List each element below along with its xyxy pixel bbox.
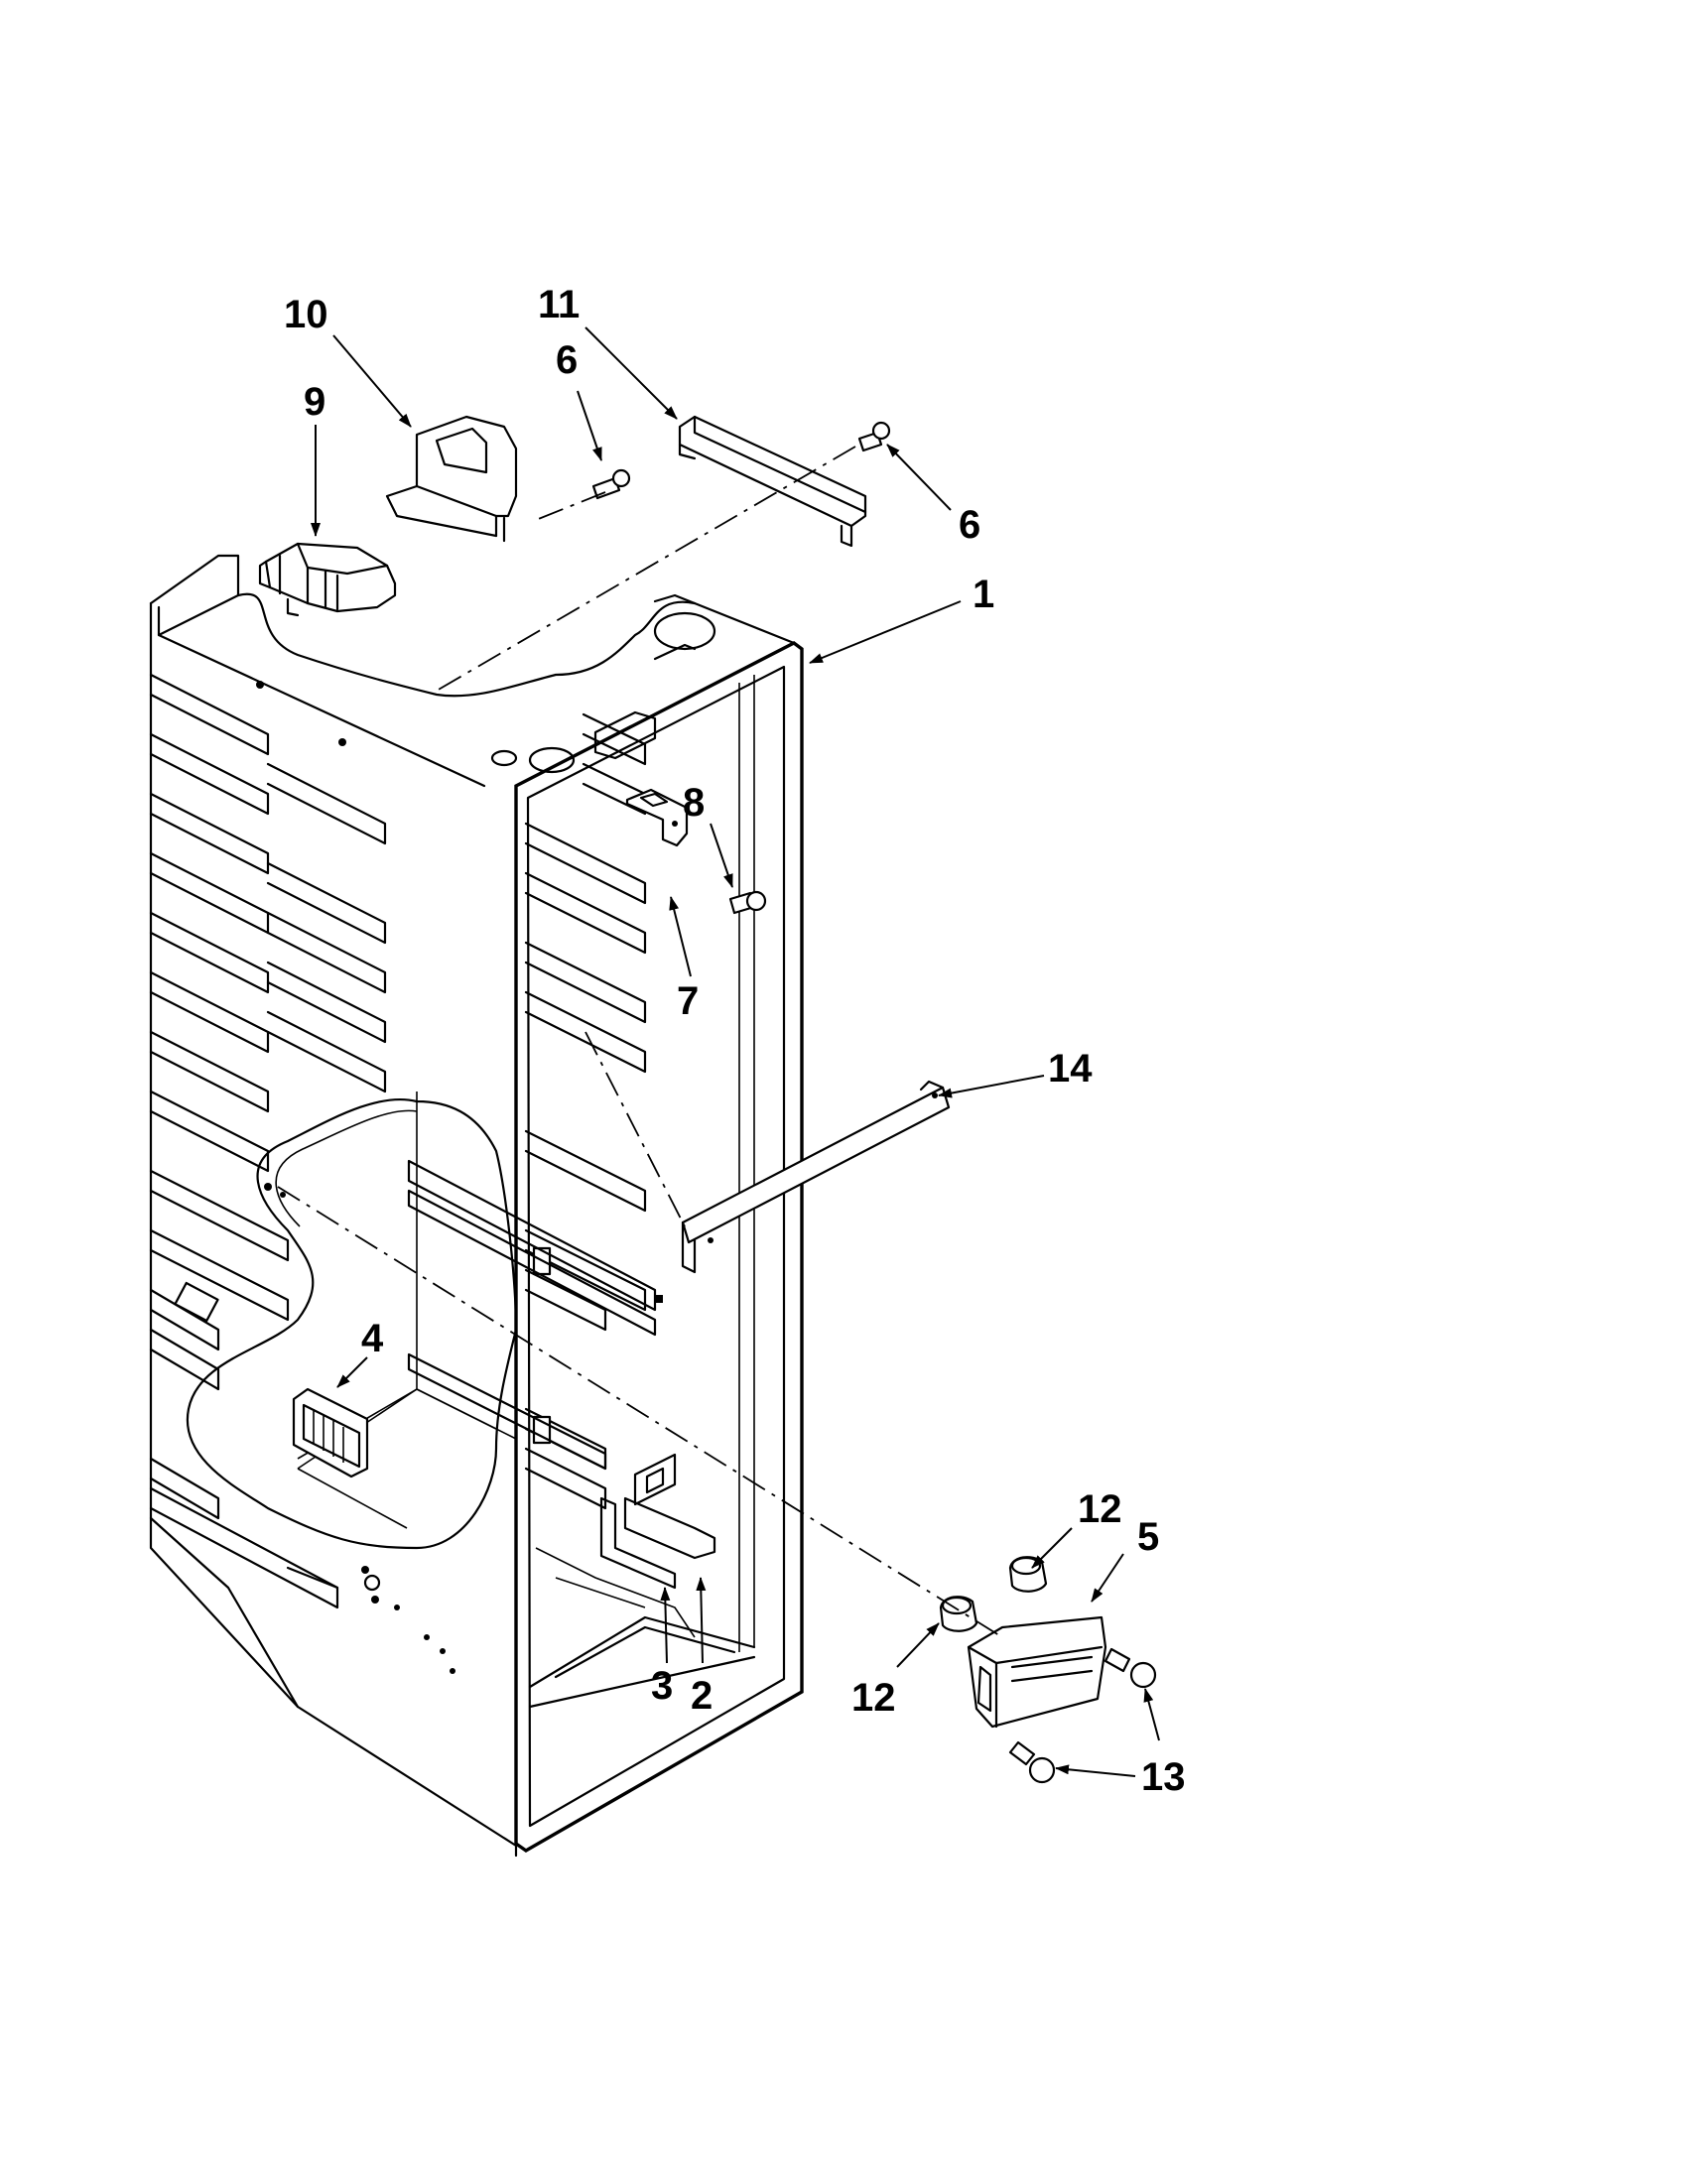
control-bracket <box>385 415 518 543</box>
screw-dispenser-lower <box>1008 1740 1056 1784</box>
cap-upper <box>1008 1556 1048 1593</box>
control-housing <box>258 542 397 617</box>
right-wall-shelf-rails <box>524 712 663 1510</box>
small-bracket <box>625 788 689 847</box>
callout-labels: 1 2 3 4 5 6 6 7 8 9 10 11 12 12 13 14 <box>284 283 1186 1799</box>
dispenser-housing <box>967 1615 1107 1729</box>
leader-arrows <box>311 326 1160 1777</box>
callout-3: 3 <box>651 1664 673 1708</box>
inner-cutaway <box>186 1097 657 1550</box>
callout-6-upper-right: 6 <box>959 503 980 547</box>
callout-6-upper-left: 6 <box>556 338 578 382</box>
callout-13: 13 <box>1141 1755 1186 1799</box>
screw-dispenser-upper <box>1104 1647 1157 1689</box>
screw-top-right <box>857 421 891 452</box>
top-channel <box>678 415 867 548</box>
left-wall-shelf-rails <box>149 673 455 1674</box>
callout-1: 1 <box>973 573 994 616</box>
callout-2: 2 <box>691 1674 713 1718</box>
vent-grille <box>292 1387 369 1478</box>
callout-9: 9 <box>304 380 325 424</box>
callout-14: 14 <box>1048 1047 1093 1091</box>
callout-10: 10 <box>284 293 328 336</box>
freezer-liner <box>149 554 804 1858</box>
callout-4: 4 <box>361 1317 384 1360</box>
assembly-lines <box>277 446 1003 1638</box>
callout-5: 5 <box>1137 1515 1159 1559</box>
callout-12-lower: 12 <box>851 1676 896 1720</box>
bracket-screw <box>728 890 767 915</box>
cover-strip <box>681 1080 951 1274</box>
callout-11: 11 <box>538 283 580 326</box>
screw-top-left <box>591 468 631 500</box>
callout-12-upper: 12 <box>1078 1487 1122 1531</box>
callout-7: 7 <box>677 979 699 1023</box>
callout-8: 8 <box>683 781 705 825</box>
